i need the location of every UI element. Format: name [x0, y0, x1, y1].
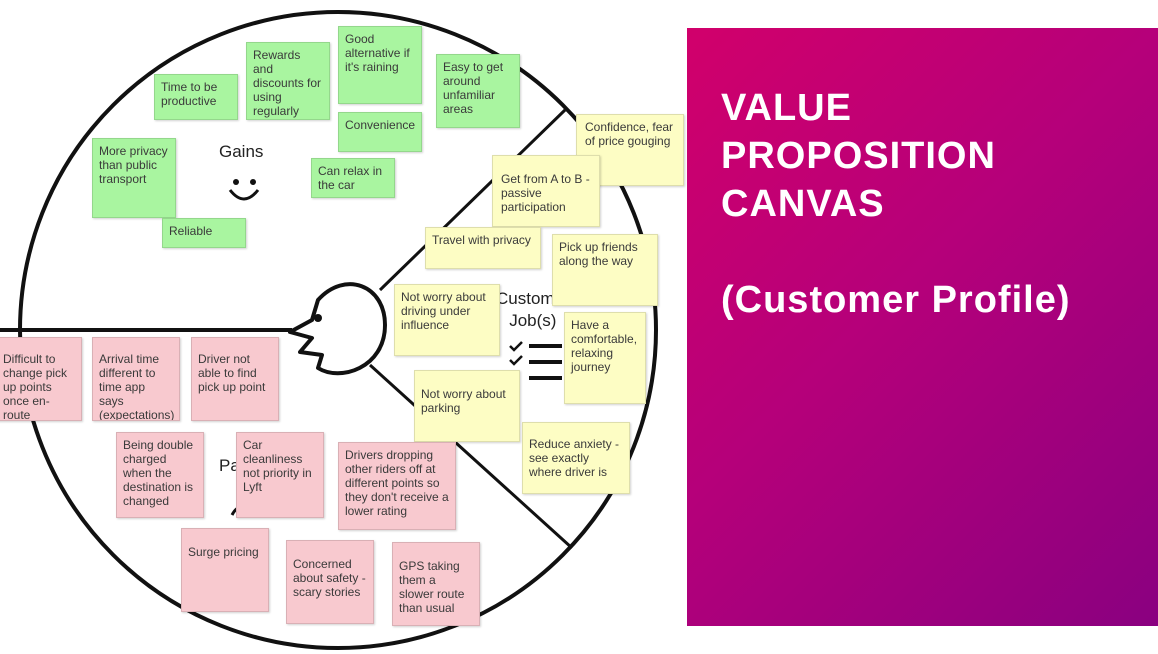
pain-note[interactable]: Arrival time different to time app says … [92, 337, 180, 421]
pain-note[interactable]: Difficult to change pick up points once … [0, 337, 82, 421]
gain-note[interactable]: Time to be productive [154, 74, 238, 120]
job-note[interactable]: Not worry about parking [414, 370, 520, 442]
checklist-icon [509, 341, 562, 380]
pain-note[interactable]: Car cleanliness not priority in Lyft [236, 432, 324, 518]
canvas-frame [0, 10, 658, 650]
gain-note[interactable]: More privacy than public transport [92, 138, 176, 218]
gain-note[interactable]: Can relax in the car [311, 158, 395, 198]
divider-gains-jobs [378, 108, 567, 292]
job-note[interactable]: Travel with privacy [425, 227, 541, 269]
smiley-icon [228, 179, 260, 201]
pain-note[interactable]: GPS taking them a slower route than usua… [392, 542, 480, 626]
job-note[interactable]: Pick up friends along the way [552, 234, 658, 306]
canvas-title: VALUE PROPOSITION CANVAS [721, 87, 996, 225]
pain-note[interactable]: Being double charged when the destinatio… [116, 432, 204, 518]
canvas-subtitle: (Customer Profile) [721, 279, 1071, 321]
gain-note[interactable]: Good alternative if it's raining [338, 26, 422, 104]
gain-note[interactable]: Convenience [338, 112, 422, 152]
customer-face-icon [288, 282, 387, 376]
job-note[interactable]: Reduce anxiety - see exactly where drive… [522, 422, 630, 494]
gain-note[interactable]: Reliable [162, 218, 246, 248]
gain-note[interactable]: Rewards and discounts for using regularl… [246, 42, 330, 120]
title-panel: VALUE PROPOSITION CANVAS (Customer Profi… [687, 28, 1158, 626]
customer-profile-canvas: Gains Customer Job(s) Pains Time to be p… [0, 10, 684, 650]
job-note[interactable]: Have a comfortable, relaxing journey [564, 312, 646, 404]
pain-note[interactable]: Concerned about safety - scary stories [286, 540, 374, 624]
pain-note[interactable]: Surge pricing [181, 528, 269, 612]
gains-label: Gains [219, 142, 264, 161]
gain-note[interactable]: Easy to get around unfamiliar areas [436, 54, 520, 128]
pain-note[interactable]: Drivers dropping other riders off at dif… [338, 442, 456, 530]
job-note[interactable]: Not worry about driving under influence [394, 284, 500, 356]
customer-jobs-label: Customer Job(s) [496, 289, 570, 330]
divider-jobs-pains [368, 363, 574, 550]
job-note[interactable]: Get from A to B - passive participation [492, 155, 600, 227]
pain-note[interactable]: Driver not able to find pick up point [191, 337, 279, 421]
